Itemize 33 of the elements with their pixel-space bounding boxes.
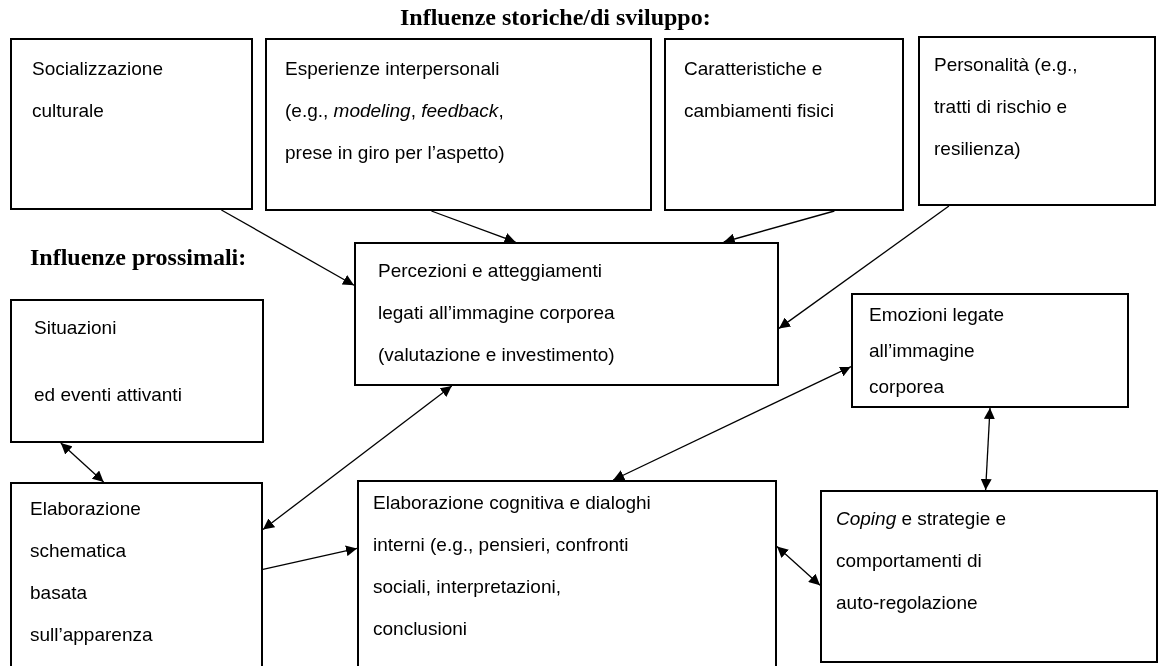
text-box — [664, 38, 904, 211]
arrow — [430, 210, 517, 244]
arrow — [776, 545, 821, 586]
arrow — [262, 545, 358, 571]
box-text: Elaborazione schematica basata sull’apparenza — [30, 497, 154, 647]
box-text: Elaborazione cognitiva e dialoghi interni (e.g., pensieri, confronti sociali, interpretazioni, conclusioni — [373, 491, 652, 641]
arrow — [723, 210, 836, 245]
arrow — [262, 385, 453, 531]
text-box — [851, 293, 1129, 408]
arrow — [980, 407, 995, 491]
text-box — [357, 480, 777, 666]
arrow — [778, 205, 950, 330]
arrow — [60, 442, 105, 483]
box-text: Caratteristiche e cambiamenti fisici — [684, 57, 834, 123]
arrow — [612, 365, 852, 481]
text-box — [918, 36, 1156, 206]
box-text: Coping e strategie e comportamenti di auto-regolazione — [836, 507, 1008, 615]
section-heading: Influenze prossimali: — [30, 244, 247, 271]
arrow — [220, 209, 355, 286]
box-text: Situazioni — [34, 316, 118, 340]
box-text: Personalità (e.g., tratti di rischio e resilienza) — [934, 53, 1079, 161]
text-box — [10, 38, 253, 210]
heading: Influenze storiche/di sviluppo: — [400, 4, 711, 31]
box-text: Socializzazione culturale — [32, 57, 164, 123]
text-box — [10, 482, 263, 666]
text-box — [265, 38, 652, 211]
box-text: ed eventi attivanti — [34, 383, 183, 407]
box-text: Emozioni legate all’immagine corporea — [869, 303, 1006, 399]
text-box — [354, 242, 779, 386]
box-text: Esperienze interpersonali (e.g., modeling, feedback, prese in giro per l’aspetto) — [285, 57, 506, 165]
text-box — [820, 490, 1158, 663]
text-box — [10, 299, 264, 443]
box-text: Percezioni e atteggiamenti legati all’immagine corporea (valutazione e investimento) — [378, 259, 616, 367]
